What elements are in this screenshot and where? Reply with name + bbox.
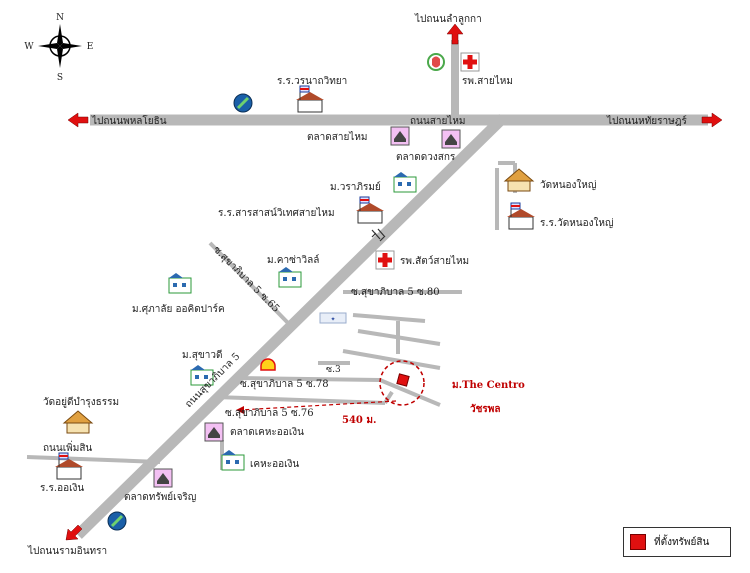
label-market-duangsakorn: ตลาดดวงสกร <box>396 152 456 163</box>
road-sukhaphiban5 <box>74 114 507 539</box>
label-m-waraporn: ม.วราภิรมย์ <box>330 181 381 193</box>
road-phum-sin <box>26 455 161 464</box>
label-wat-yu-di: วัดอยู่ดีบำรุงธรรม <box>43 396 119 408</box>
legend-label: ที่ตั้งทรัพย์สิน <box>654 536 710 548</box>
hospital-icon <box>460 52 480 72</box>
gas-station-logo-icon <box>233 93 253 113</box>
housing-estate-icon <box>393 172 417 193</box>
label-kheha: เคหะออเงิน <box>250 459 299 470</box>
label-south: ไปถนนรามอินทรา <box>27 545 107 557</box>
label-school-saralarn: ร.ร.สารสาสน์วิเทศสายไหม <box>218 207 335 219</box>
label-property-name: ม.The Centro <box>452 380 525 391</box>
compass-s: S <box>57 73 63 83</box>
market-icon <box>204 422 224 442</box>
distance-arrow-icon <box>236 406 244 414</box>
map-icons: ✦ <box>55 52 535 531</box>
label-road-soi76: ซ.สุขาภิบาล 5 ซ.76 <box>225 408 314 419</box>
bank-logo-icon: ✦ <box>319 312 347 324</box>
market-icon <box>153 468 173 488</box>
shell-station-icon <box>260 358 276 371</box>
label-market-saimai: ตลาดสายไหม <box>307 131 368 143</box>
vet-hospital-icon <box>375 250 395 270</box>
compass-w: W <box>24 42 34 52</box>
market-icon <box>390 126 410 146</box>
arrow-west-icon <box>67 112 89 128</box>
arrow-north-icon <box>446 23 464 45</box>
school-icon <box>356 196 384 224</box>
road-block-4 <box>342 349 441 370</box>
label-m-casa-ville: ม.คาซ่าวิลล์ <box>267 254 319 266</box>
label-school-woranat: ร.ร.วรนาถวิทยา <box>277 76 347 87</box>
road-soi78 <box>234 376 381 382</box>
label-east: ไปถนนหทัยราษฎร์ <box>606 115 687 127</box>
label-market-kheha: ตลาดเคหะออเงิน <box>230 427 304 438</box>
label-road-phum-sin: ถนนเพิ่มสิน <box>43 440 92 454</box>
map-legend: ที่ตั้งทรัพย์สิน <box>623 527 731 557</box>
label-north: ไปถนนลำลูกกา <box>414 13 482 25</box>
gas-station-logo-icon <box>107 511 127 531</box>
school-icon <box>55 452 83 480</box>
school-icon <box>507 202 535 230</box>
label-school-wat-nongyai: ร.ร.วัดหนองใหญ่ <box>540 217 614 229</box>
temple-icon <box>503 168 535 192</box>
gas-station-icon <box>427 53 445 71</box>
label-road-soi80: ซ.สุขาภิบาล 5 ซ.80 <box>351 287 440 298</box>
housing-estate-icon <box>278 267 302 288</box>
compass-rose-icon: N S E W <box>24 13 93 83</box>
market-icon <box>441 129 461 149</box>
distance-line <box>239 400 397 411</box>
label-road-soi3: ซ.3 <box>326 365 341 375</box>
property-location-icon <box>396 373 410 387</box>
arrow-east-icon <box>701 112 723 128</box>
housing-estate-icon <box>221 450 245 471</box>
roads <box>26 40 708 539</box>
label-hospital-saimai: รพ.สายไหม <box>462 75 513 87</box>
labels: ไปถนนลำลูกกา ไปถนนพหลโยธิน ไปถนนหทัยราษฎ… <box>27 13 687 557</box>
temple-icon <box>62 410 94 434</box>
road-soi78-ext <box>379 378 441 407</box>
label-vet-hospital: รพ.สัตว์สายไหม <box>400 255 469 267</box>
label-property-distance: 540 ม. <box>342 415 376 426</box>
label-m-supalai: ม.ศุภาลัย ออคิดปาร์ค <box>132 303 225 315</box>
property-location-icon <box>630 534 646 550</box>
road-soi76 <box>214 395 386 405</box>
label-property-sub: วัชรพล <box>470 403 501 415</box>
direction-arrows <box>65 23 723 541</box>
label-school-or-ngoen: ร.ร.ออเงิน <box>40 483 84 494</box>
label-road-sai-mai: ถนนสายไหม <box>410 115 466 127</box>
label-road-soi78: ซ.สุขาภิบาล 5 ซ.78 <box>240 379 329 390</box>
school-icon <box>296 85 324 113</box>
label-wat-nongyai: วัดหนองใหญ่ <box>540 179 596 191</box>
arrow-south-icon <box>65 524 83 541</box>
compass-n: N <box>56 13 64 23</box>
label-m-sukhawadee: ม.สุขาวดี <box>182 349 222 361</box>
compass-e: E <box>87 42 94 52</box>
road-soi65 <box>208 241 292 327</box>
label-market-sap-charoen: ตลาดทรัพย์เจริญ <box>124 491 196 503</box>
svg-text:✦: ✦ <box>330 316 335 323</box>
label-west: ไปถนนพหลโยธิน <box>91 114 167 127</box>
housing-estate-icon <box>168 273 192 294</box>
road-block-1 <box>352 313 426 323</box>
property-marker <box>236 360 425 414</box>
bridge-icon <box>371 228 386 242</box>
housing-estate-icon <box>190 365 214 386</box>
